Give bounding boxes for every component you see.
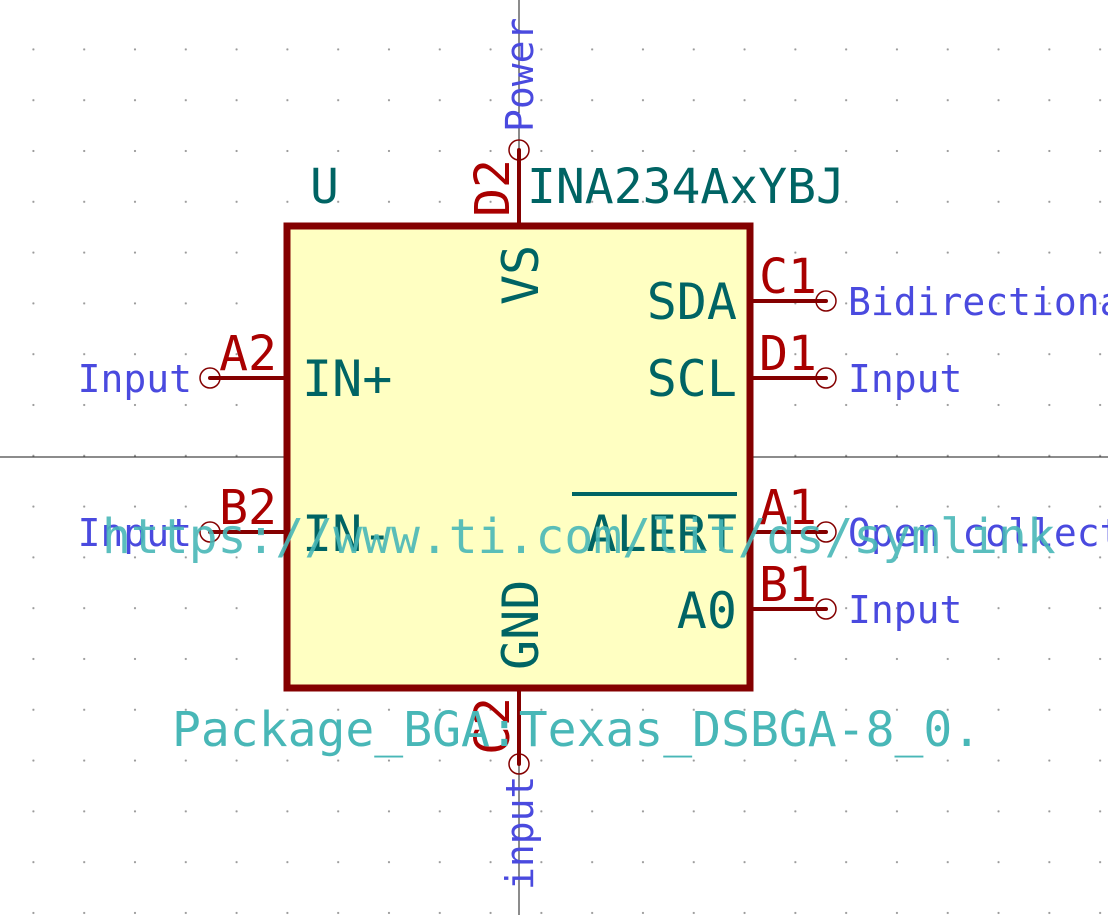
- pin-number-d1: D1: [759, 326, 817, 382]
- pin-end-b1[interactable]: [815, 598, 837, 620]
- pin-type-b1: Input: [848, 588, 962, 632]
- pin-number-b1: B1: [759, 557, 817, 613]
- pin-end-a2[interactable]: [199, 367, 221, 389]
- reference-field[interactable]: U: [310, 159, 339, 215]
- value-field[interactable]: INA234AxYBJ: [527, 159, 845, 215]
- pin-type-a2: Input: [78, 357, 192, 401]
- pin-type-d1: Input: [848, 357, 962, 401]
- pin-type-c1: Bidirectiona: [848, 280, 1108, 324]
- pin-type-d2: Power: [498, 18, 542, 132]
- pin-name-b1: A0: [677, 582, 737, 640]
- pin-end-c1[interactable]: [815, 290, 837, 312]
- pin-end-c2[interactable]: [508, 753, 530, 775]
- pin-type-c2: input: [498, 776, 542, 890]
- pin-number-b2: B2: [219, 480, 277, 536]
- pin-number-a1: A1: [759, 480, 817, 536]
- pin-name-c1: SDA: [647, 273, 737, 331]
- symbol-body[interactable]: [283, 222, 754, 692]
- pin-end-d2[interactable]: [508, 139, 530, 161]
- pin-name-d1: SCL: [647, 350, 737, 408]
- pin-type-b2: Input: [78, 511, 192, 555]
- pin-name-d2: VS: [492, 245, 550, 305]
- pin-end-b2[interactable]: [199, 521, 221, 543]
- footprint-field[interactable]: Package_BGA:Texas_DSBGA-8_0.: [172, 702, 981, 758]
- pin-end-a1[interactable]: [815, 521, 837, 543]
- pin-type-a1: Open collect: [848, 511, 1108, 555]
- pin-number-d2: D2: [465, 159, 521, 217]
- pin-number-a2: A2: [219, 326, 277, 382]
- pin-name-a1: ALERT: [586, 505, 737, 563]
- datasheet-field[interactable]: https://www.ti.com/lit/ds/symlink: [102, 509, 1056, 565]
- pin-number-c2: C2: [465, 697, 521, 755]
- pin-number-c1: C1: [759, 249, 817, 305]
- pin-end-d1[interactable]: [815, 367, 837, 389]
- pin-name-c2: GND: [492, 580, 550, 670]
- pin-name-b2: IN-: [302, 505, 392, 563]
- pin-name-a2: IN+: [302, 350, 392, 408]
